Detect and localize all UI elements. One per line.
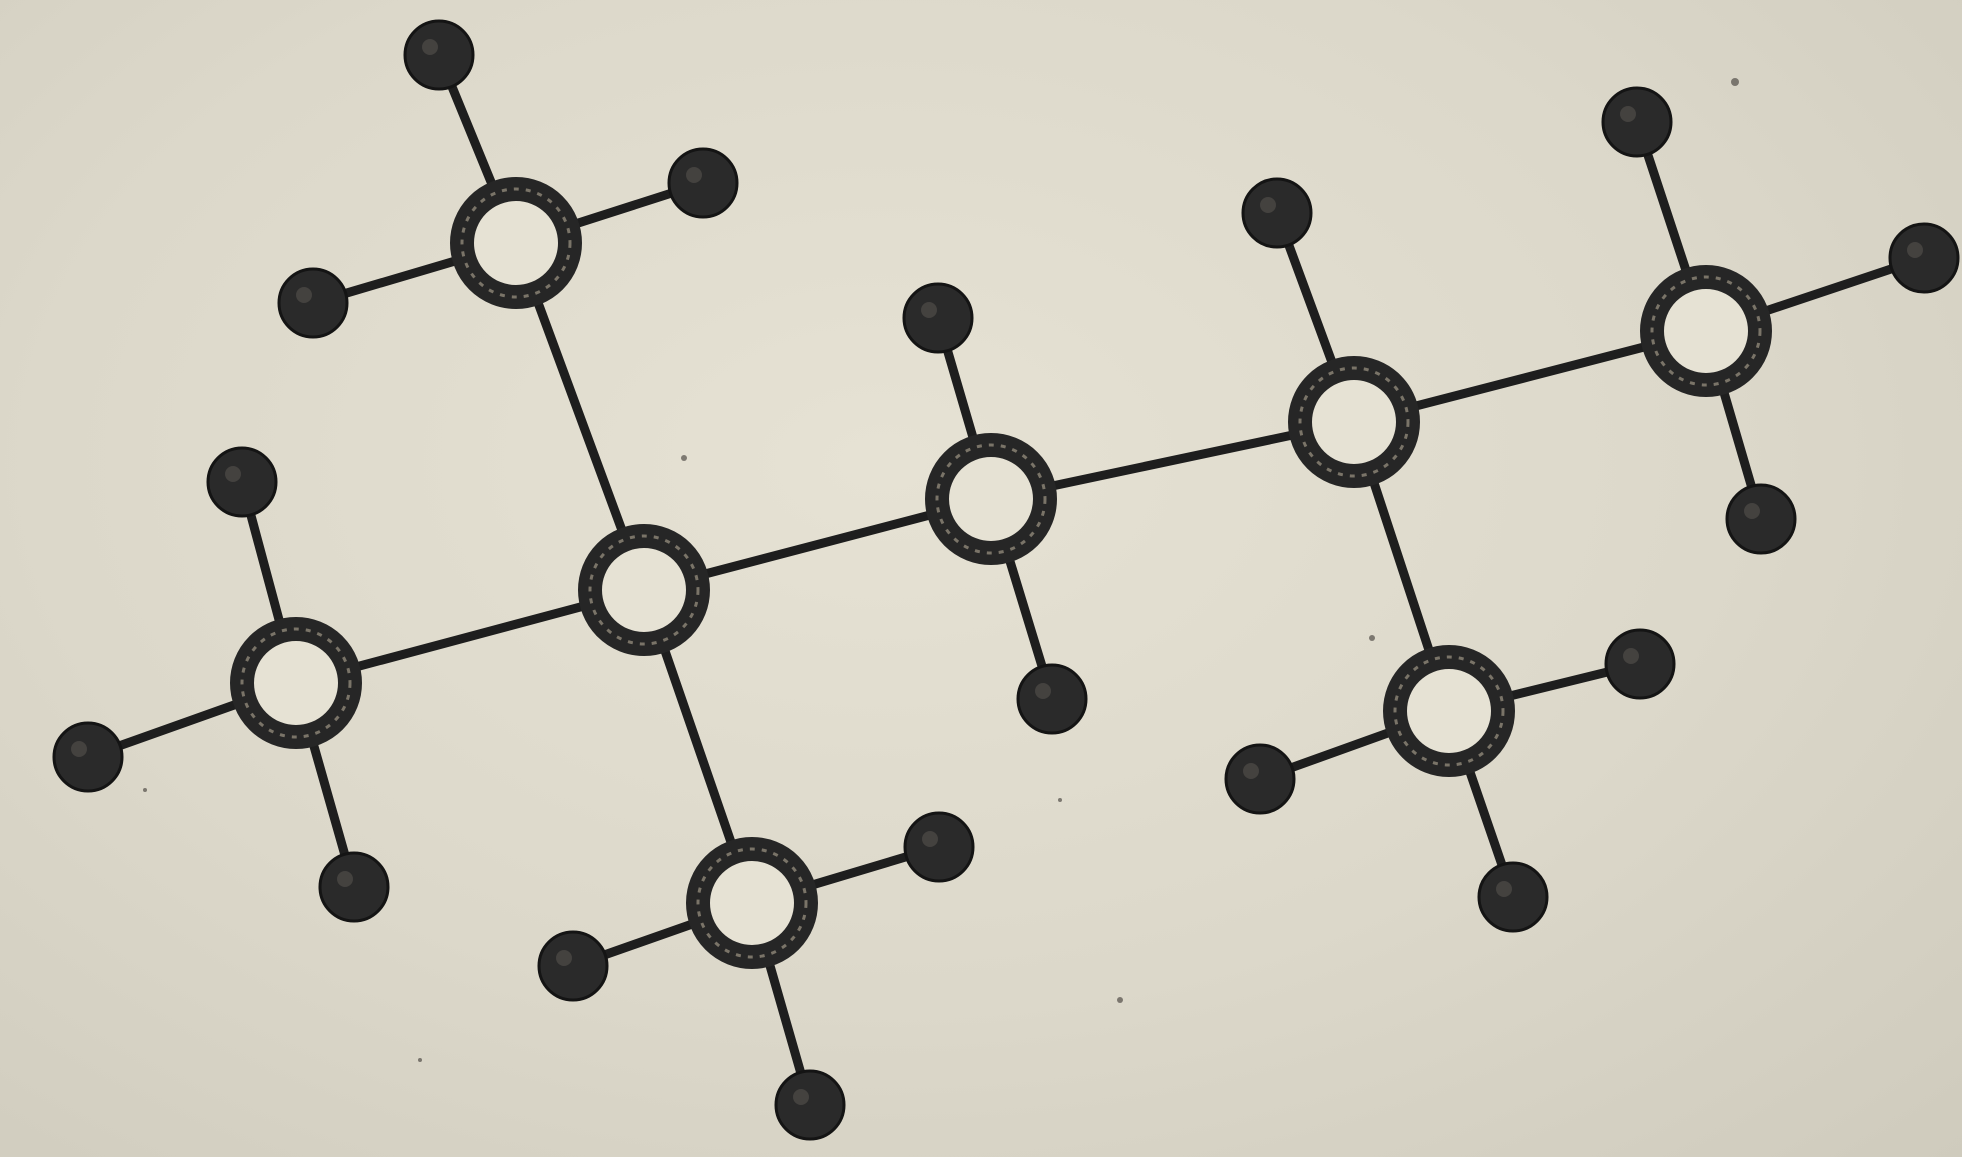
hydrogen-highlight <box>225 466 241 482</box>
carbon-atom <box>925 433 1057 565</box>
hydrogen-ball <box>403 19 475 91</box>
hydrogen-atom <box>774 1069 846 1141</box>
hydrogen-ball <box>52 721 124 793</box>
hydrogen-ball <box>1725 483 1797 555</box>
carbon-ring <box>450 177 582 309</box>
hydrogen-atom <box>1725 483 1797 555</box>
carbon-ring-texture <box>1393 655 1505 767</box>
carbon-ring <box>686 837 818 969</box>
paper-specks <box>143 78 1739 1062</box>
hydrogen-highlight <box>1260 197 1276 213</box>
hydrogen-atom <box>903 811 975 883</box>
hydrogen-atom <box>277 267 349 339</box>
carbon-ring-texture <box>588 534 700 646</box>
hydrogen-highlight <box>337 871 353 887</box>
carbon-ring-texture <box>460 187 572 299</box>
hydrogen-atom <box>1224 743 1296 815</box>
paper-speck <box>143 788 147 792</box>
carbon-ring <box>925 433 1057 565</box>
hydrogen-highlight <box>1623 648 1639 664</box>
hydrogen-atom <box>403 19 475 91</box>
hydrogen-highlight <box>1620 106 1636 122</box>
hydrogen-atom <box>1601 86 1673 158</box>
paper-speck <box>1731 78 1739 86</box>
hydrogen-atom <box>206 446 278 518</box>
hydrogen-highlight <box>921 302 937 318</box>
hydrogen-ball <box>318 851 390 923</box>
hydrogen-ball <box>1224 743 1296 815</box>
hydrogen-ball <box>667 147 739 219</box>
hydrogen-atom <box>1604 628 1676 700</box>
carbon-ring-texture <box>1298 366 1410 478</box>
hydrogen-ball <box>1477 861 1549 933</box>
hydrogen-atom <box>902 282 974 354</box>
hydrogen-ball <box>1601 86 1673 158</box>
hydrogen-highlight <box>71 741 87 757</box>
hydrogen-atom <box>537 930 609 1002</box>
carbon-atom <box>686 837 818 969</box>
hydrogen-ball <box>902 282 974 354</box>
carbon-atom <box>230 617 362 749</box>
hydrogen-atom <box>1888 222 1960 294</box>
hydrogen-atom <box>667 147 739 219</box>
carbon-ring-texture <box>696 847 808 959</box>
hydrogen-ball <box>1888 222 1960 294</box>
hydrogen-ball <box>537 930 609 1002</box>
carbon-atom <box>578 524 710 656</box>
paper-speck <box>1117 997 1123 1003</box>
bond-layer <box>83 50 1929 1110</box>
hydrogen-highlight <box>686 167 702 183</box>
hydrogen-atom <box>1016 663 1088 735</box>
carbon-ring-texture <box>935 443 1047 555</box>
hydrogen-highlight <box>296 287 312 303</box>
paper-speck <box>1058 798 1062 802</box>
hydrogen-ball <box>206 446 278 518</box>
hydrogen-highlight <box>793 1089 809 1105</box>
carbon-atom <box>1383 645 1515 777</box>
hydrogen-ball <box>1016 663 1088 735</box>
hydrogen-ball <box>774 1069 846 1141</box>
hydrogen-highlight <box>1496 881 1512 897</box>
carbon-ring <box>578 524 710 656</box>
hydrogen-highlight <box>1907 242 1923 258</box>
hydrogen-atom <box>1241 177 1313 249</box>
hydrogen-atom <box>52 721 124 793</box>
hydrogen-highlight <box>422 39 438 55</box>
carbon-ring <box>1288 356 1420 488</box>
hydrogen-atom <box>1477 861 1549 933</box>
carbon-atom <box>450 177 582 309</box>
carbon-ring <box>1383 645 1515 777</box>
hydrogen-layer <box>52 19 1960 1141</box>
hydrogen-highlight <box>1035 683 1051 699</box>
carbon-ring-texture <box>1650 275 1762 387</box>
carbon-atom <box>1288 356 1420 488</box>
hydrogen-highlight <box>1243 763 1259 779</box>
carbon-layer <box>230 177 1772 969</box>
hydrogen-ball <box>1604 628 1676 700</box>
paper-speck <box>418 1058 422 1062</box>
paper-speck <box>681 455 687 461</box>
carbon-ring <box>1640 265 1772 397</box>
hydrogen-ball <box>1241 177 1313 249</box>
hydrogen-ball <box>277 267 349 339</box>
hydrogen-highlight <box>922 831 938 847</box>
hydrogen-highlight <box>1744 503 1760 519</box>
paper-speck <box>1369 635 1375 641</box>
carbon-ring-texture <box>240 627 352 739</box>
carbon-atom <box>1640 265 1772 397</box>
hydrogen-atom <box>318 851 390 923</box>
hydrogen-ball <box>903 811 975 883</box>
carbon-ring <box>230 617 362 749</box>
hydrogen-highlight <box>556 950 572 966</box>
